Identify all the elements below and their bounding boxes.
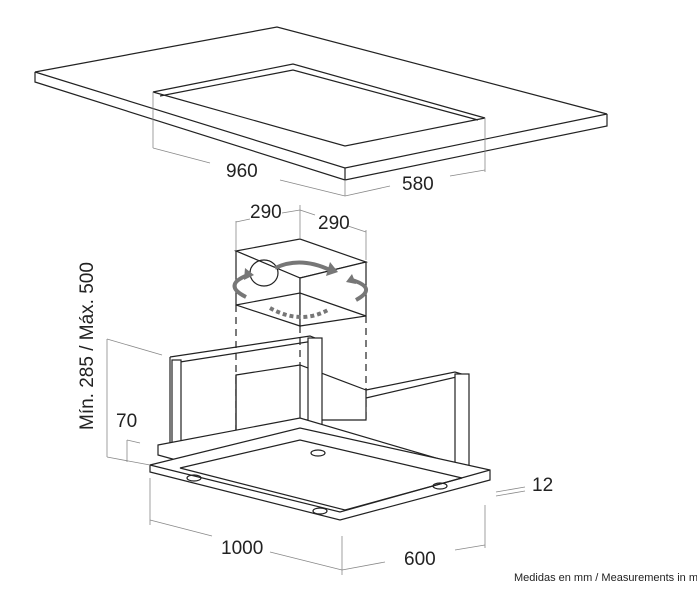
rotation-arrow-icon	[274, 260, 331, 272]
duct-depth-label: 290	[318, 213, 350, 234]
height-range-label: Mín. 285 / Máx. 500	[77, 262, 98, 430]
glass-thickness-label: 12	[532, 475, 553, 496]
duct-cover	[232, 205, 369, 440]
rotation-arrow-icon	[232, 273, 249, 299]
rotation-arrow-icon	[269, 306, 329, 319]
hood-thickness-label: 70	[116, 411, 137, 432]
hood-width-label: 1000	[221, 538, 263, 559]
ceiling-depth-label: 580	[402, 174, 434, 195]
duct-width-label: 290	[250, 202, 282, 223]
hood-body	[149, 335, 491, 521]
ceiling-width-label: 960	[226, 161, 258, 182]
measurements-note: Medidas en mm / Measurements in mm	[514, 572, 697, 584]
hood-dimension-lines	[106, 338, 526, 575]
ceiling-slab	[34, 26, 608, 197]
rotation-arrow-icon	[351, 278, 368, 302]
hood-depth-label: 600	[404, 549, 436, 570]
